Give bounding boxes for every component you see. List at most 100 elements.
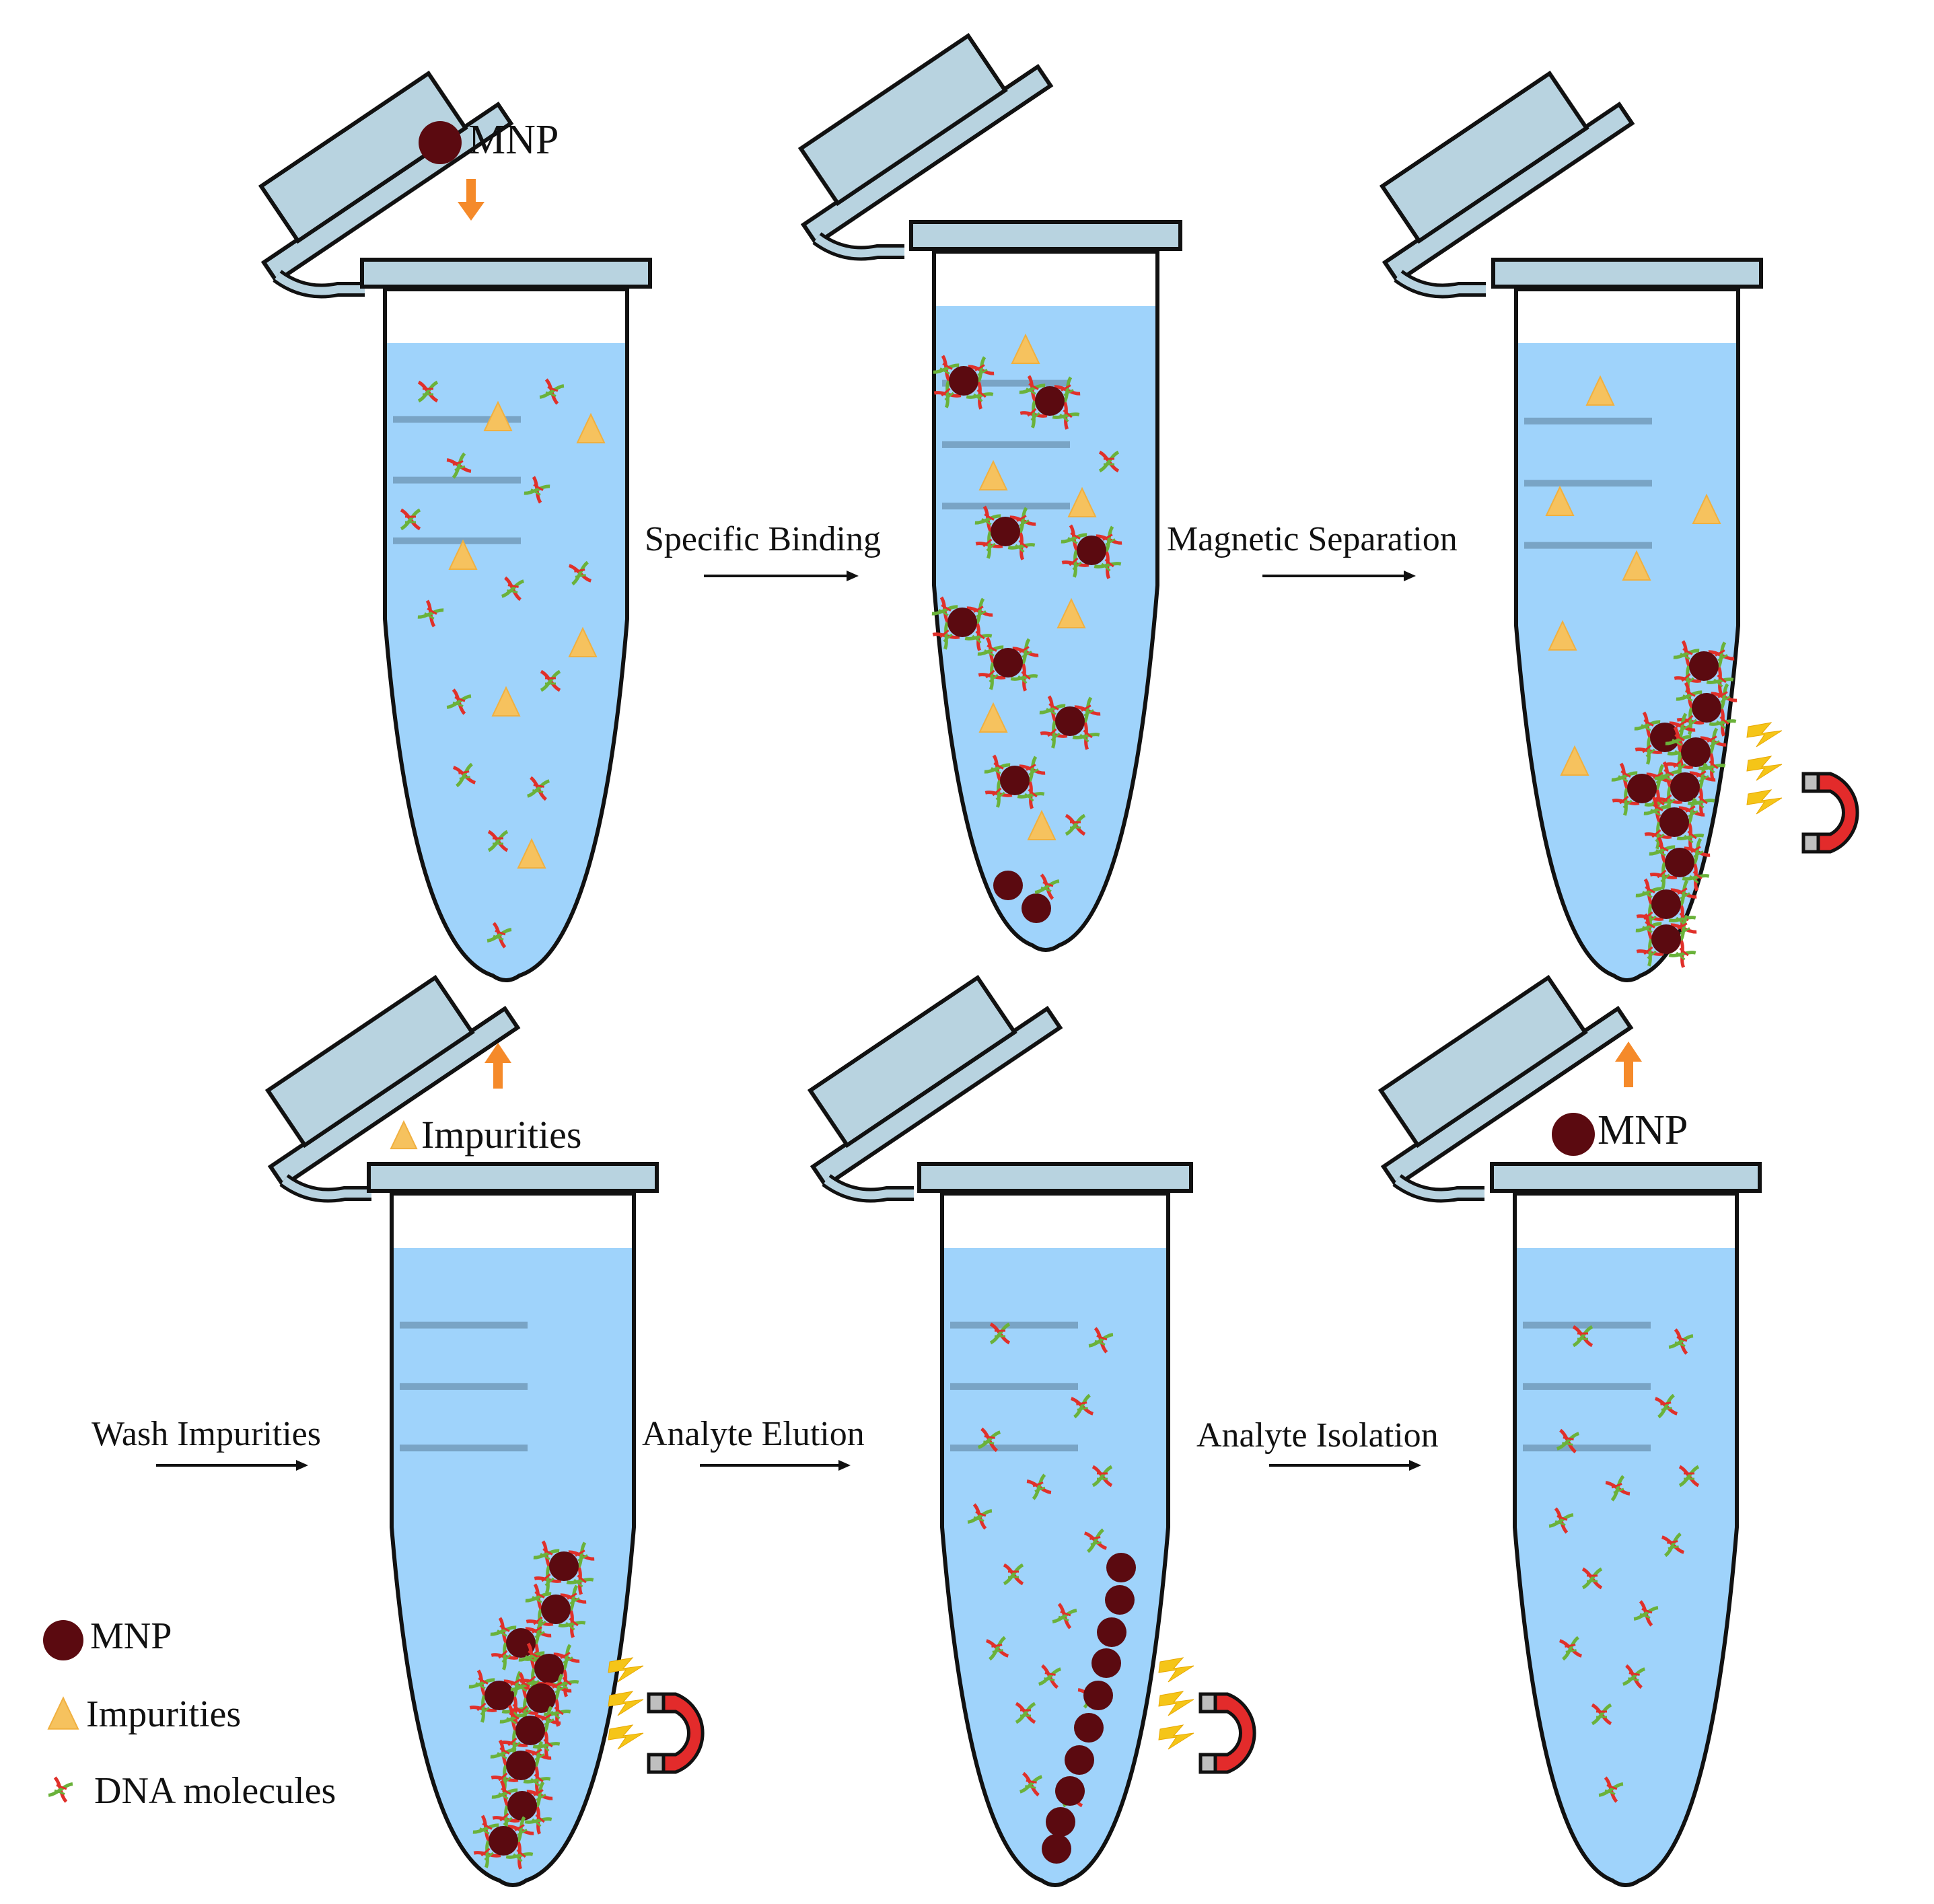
mnp-particle: [1552, 1113, 1595, 1156]
impurity-triangle: [1056, 597, 1086, 628]
impurity-triangle: [1560, 745, 1589, 776]
dna-molecule: [534, 1566, 562, 1594]
dna-molecule: [1711, 683, 1738, 711]
dna-molecule: [1668, 940, 1696, 968]
dna-molecule: [931, 596, 958, 624]
dna-molecule: [1598, 1776, 1624, 1803]
impurity-triangle: [1545, 485, 1575, 516]
dna-molecule: [1635, 878, 1662, 906]
dna-molecule: [1015, 1701, 1036, 1724]
dna-molecule: [1061, 550, 1089, 578]
mnp-particle: [1083, 1681, 1113, 1710]
dna-molecule: [507, 1816, 534, 1844]
dna-molecule: [968, 356, 995, 384]
dna-molecule: [1612, 788, 1640, 816]
dna-molecule: [1668, 1328, 1694, 1355]
dna-molecule: [558, 1610, 586, 1638]
dna-molecule: [510, 1672, 537, 1700]
dna-molecule: [1689, 762, 1716, 791]
dna-molecule: [1670, 914, 1697, 943]
dna-molecule: [964, 623, 993, 651]
dna-molecule: [1072, 722, 1100, 750]
dna-molecule: [1706, 667, 1734, 695]
dna-molecule: [533, 1540, 560, 1568]
remove-arrow-up: [1615, 1041, 1642, 1087]
dna-molecule: [1065, 813, 1086, 836]
dna-molecule: [472, 1815, 499, 1843]
dna-molecule: [1636, 939, 1664, 967]
dna-molecule: [1700, 727, 1727, 756]
dna-molecule: [1676, 682, 1703, 710]
dna-molecule: [1039, 695, 1066, 723]
mnp-particle: [1055, 706, 1085, 736]
dna-molecule: [1052, 1603, 1077, 1630]
graduation-mark: [942, 379, 1070, 387]
mnp-particle: [1105, 1585, 1135, 1615]
dna-molecule: [545, 1673, 572, 1701]
removed-mnp-label: MNP: [1598, 1107, 1688, 1153]
dna-molecule: [505, 1841, 534, 1870]
mnp-particle: [1077, 536, 1106, 565]
impurity-triangle: [1692, 493, 1721, 524]
dna-molecule: [490, 1617, 517, 1645]
dna-molecule: [48, 1776, 73, 1803]
dna-molecule: [525, 1618, 552, 1646]
graduation-mark: [400, 1383, 528, 1390]
dna-molecule: [1019, 375, 1046, 403]
analyte-isolation-label: Analyte Isolation: [1196, 1416, 1439, 1455]
dna-molecule: [446, 688, 472, 715]
dna-molecule: [1017, 781, 1045, 809]
magnet-icon: [1198, 1692, 1256, 1774]
dna-molecule: [473, 1840, 501, 1868]
graduation-mark: [393, 416, 521, 423]
dna-molecule: [452, 762, 476, 788]
magnetic-separation-label: Magnetic Separation: [1167, 520, 1458, 558]
mnp-particle: [1022, 893, 1051, 923]
mnp-particle: [1046, 1807, 1075, 1837]
dna-molecule: [984, 754, 1011, 782]
tube-rim: [917, 1162, 1193, 1193]
dna-molecule: [1665, 726, 1692, 754]
dna-molecule: [1654, 1393, 1678, 1419]
mnp-particle: [1091, 1648, 1121, 1678]
dna-molecule: [1010, 663, 1038, 692]
graduation-mark: [942, 441, 1070, 448]
dna-molecule: [985, 1636, 1009, 1661]
tube-lid: [1379, 70, 1635, 285]
dna-molecule: [469, 1695, 497, 1723]
tube-outline: [390, 1192, 636, 1887]
wash-impurities-label: Wash Impurities: [92, 1415, 321, 1453]
magnet-icon: [647, 1692, 705, 1774]
dna-molecule: [966, 597, 993, 626]
graduation-mark: [400, 1321, 528, 1329]
dna-molecule: [400, 508, 421, 531]
mnp-particle: [485, 1681, 514, 1710]
dna-molecule: [1061, 524, 1087, 552]
dna-molecule: [568, 560, 592, 586]
tube-lid: [797, 32, 1054, 247]
dna-molecule: [1070, 1393, 1094, 1419]
dna-molecule: [1633, 1600, 1659, 1627]
mnp-particle: [534, 1654, 564, 1683]
mnp-particle: [1689, 651, 1719, 681]
graduation-mark: [950, 1383, 1078, 1390]
legend-mnp-label: MNP: [90, 1615, 172, 1657]
mnp-particle: [489, 1826, 518, 1856]
dna-molecule: [1634, 711, 1661, 739]
mnp-particle: [1650, 723, 1680, 752]
dna-molecule: [1074, 696, 1101, 725]
graduation-mark: [1524, 480, 1652, 487]
mnp-particle: [1097, 1617, 1126, 1647]
dna-molecule: [1054, 376, 1081, 404]
dna-molecule: [499, 1704, 526, 1732]
tube-outline: [940, 1192, 1170, 1887]
impurity-triangle: [491, 686, 521, 717]
impurity-triangle: [978, 702, 1008, 733]
contents-layer: [400, 333, 1738, 1870]
mnp-particle: [1665, 848, 1694, 877]
step-arrow-head: [847, 571, 859, 581]
dna-molecule: [1670, 879, 1697, 908]
dna-molecule: [1098, 450, 1120, 473]
tube-lid: [807, 974, 1063, 1189]
dna-molecule: [490, 1739, 517, 1767]
